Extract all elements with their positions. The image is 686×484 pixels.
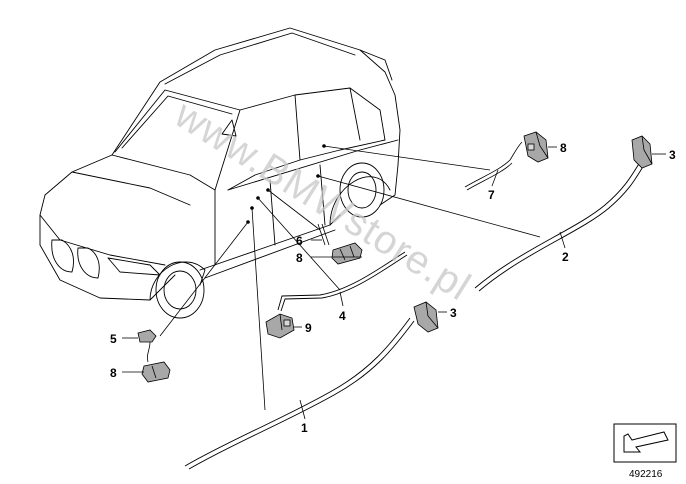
callout-1: 1 — [301, 421, 308, 435]
callout-3-middle: 3 — [450, 306, 457, 320]
callout-6: 6 — [296, 234, 303, 248]
callout-lines — [122, 146, 666, 420]
callout-9: 9 — [305, 321, 312, 335]
connector-part-3-right — [631, 135, 653, 169]
wiring-cable-7 — [464, 141, 523, 191]
sensor-part-8-bottom — [141, 361, 171, 383]
callout-4: 4 — [339, 309, 346, 323]
sensor-part-8-top — [523, 131, 549, 163]
wiring-cable-1 — [184, 317, 415, 470]
leader-dots — [246, 144, 326, 224]
watermark: www.BMWstore.pl — [166, 92, 478, 310]
callout-5: 5 — [110, 332, 117, 346]
wiring-cable-6 — [317, 223, 330, 246]
sensor-part-5 — [137, 329, 157, 363]
sensor-part-9 — [265, 313, 295, 339]
view-direction-arrow-icon — [613, 423, 677, 463]
leader-lines — [159, 145, 541, 411]
suv-outline-icon — [39, 27, 401, 319]
callout-8-bottom: 8 — [110, 366, 117, 380]
callout-8-middle: 8 — [296, 251, 303, 265]
sensor-part-8-middle — [331, 242, 363, 265]
diagram-number: 492216 — [629, 469, 663, 480]
connector-part-3-middle — [413, 301, 439, 333]
wiring-cable-4 — [277, 251, 408, 312]
callout-7: 7 — [488, 188, 495, 202]
callout-8-top: 8 — [560, 141, 567, 155]
callout-2: 2 — [562, 250, 569, 264]
callout-3-right: 3 — [669, 148, 676, 162]
wiring-cable-2 — [474, 161, 645, 292]
